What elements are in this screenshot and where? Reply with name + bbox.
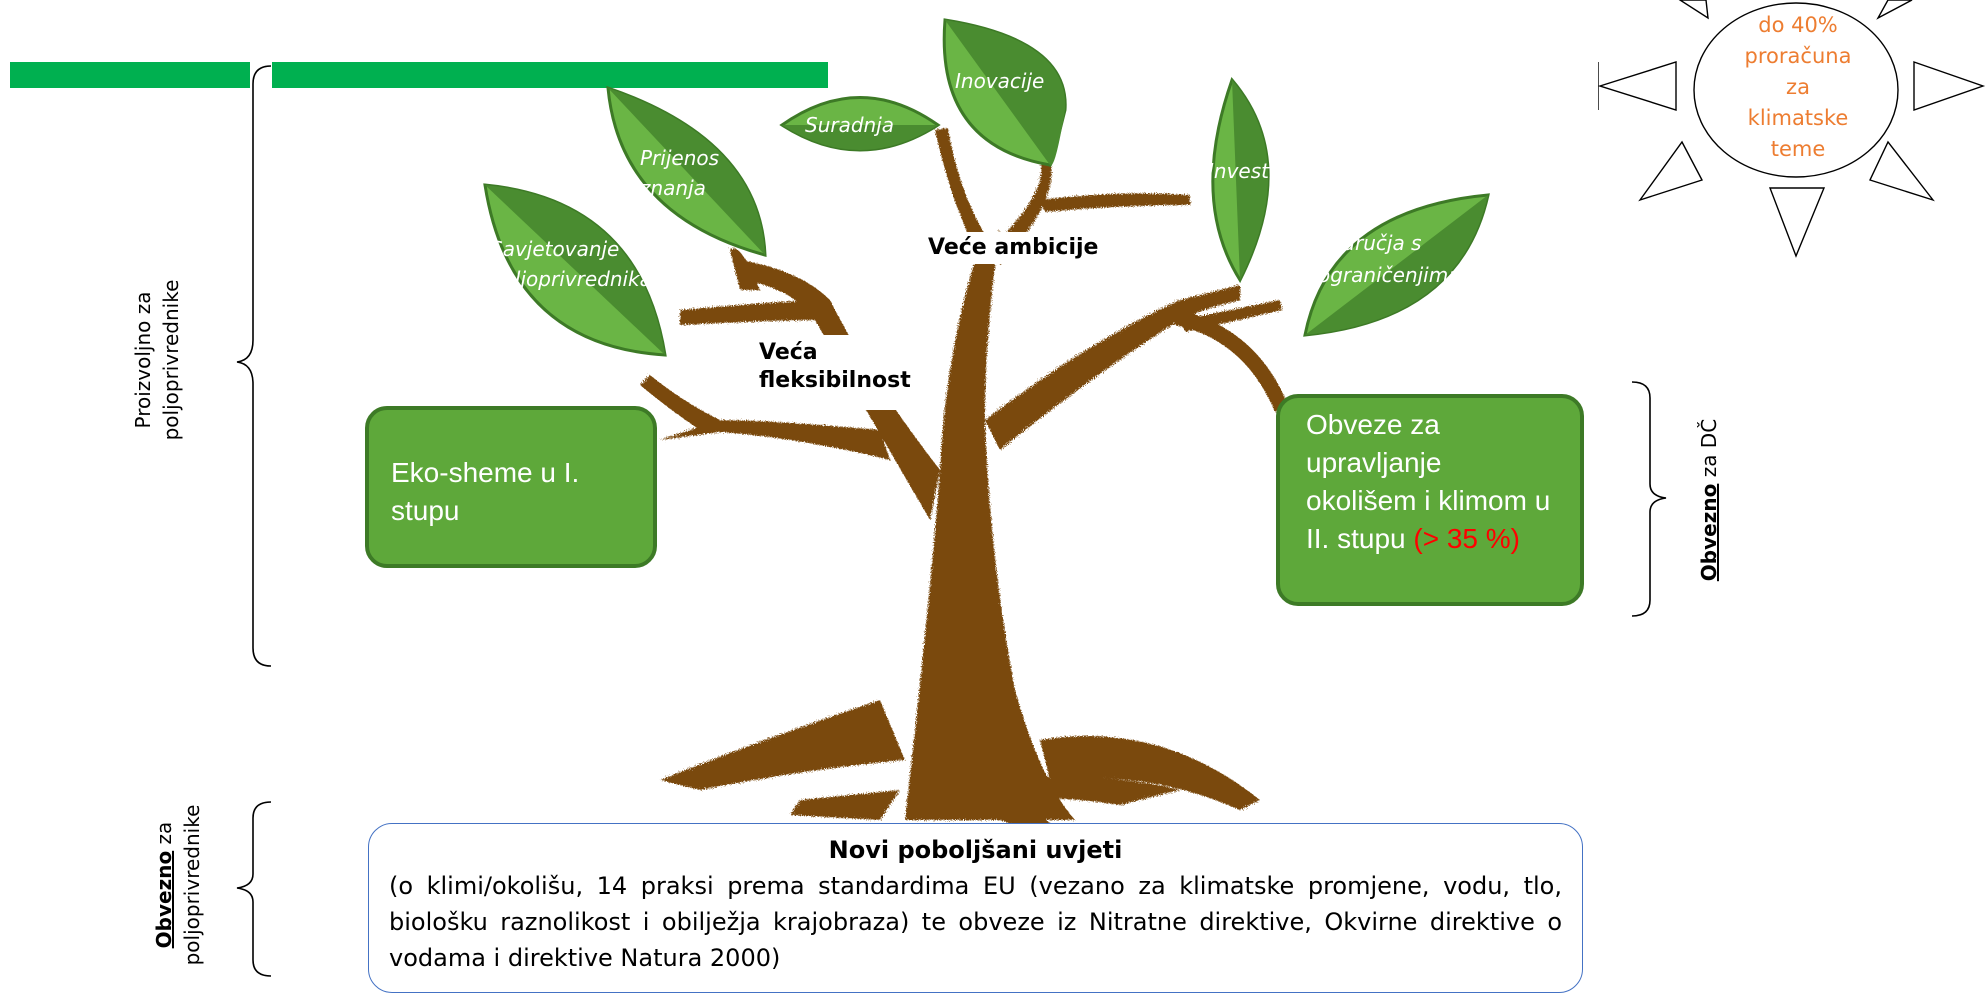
leaf-savjetovanje-line2: poljoprivrednika [489, 267, 652, 291]
leaf-suradnja: Suradnja [779, 96, 941, 152]
left-brace-bottom [236, 801, 272, 977]
sun-line3: za [1786, 75, 1810, 99]
leaf-podrucja-line2: ograničenjima [1318, 263, 1460, 287]
leaf-savjetovanje: Savjetovanje poljoprivrednika [483, 183, 667, 357]
leaf-podrucja: Područja s ograničenjima [1303, 193, 1490, 337]
leaf-inovacije-text: Inovacije [955, 69, 1044, 93]
green-bar-right [272, 62, 828, 88]
bottom-text: (o klimi/okolišu, 14 praksi prema standa… [389, 872, 1562, 972]
leaf-savjetovanje-line1: Savjetovanje [490, 237, 619, 261]
tree-trunk [640, 128, 1290, 830]
label-vece-ambicije: Veće ambicije [920, 232, 1107, 264]
box-obveze-highlight: (> 35 %) [1413, 523, 1521, 554]
leaf-suradnja-text: Suradnja [805, 113, 894, 137]
sun-line4: klimatske [1747, 106, 1849, 130]
leaf-inovacije: Inovacije [942, 18, 1067, 167]
label-fleksibilnost: fleksibilnost [759, 368, 911, 393]
green-bar-left [10, 62, 250, 88]
leaf-prijenos-line2: znanja [639, 176, 706, 200]
box-eko-sheme: Eko-sheme u I. stupu [365, 406, 657, 568]
bottom-box: Novi poboljšani uvjeti (o klimi/okolišu,… [368, 823, 1583, 993]
box-obveze-text: Obveze za upravljanje okolišem i klimom … [1306, 409, 1551, 554]
leaf-prijenos: Prijenos znanja [606, 85, 767, 257]
leaf-investicije: Investicije [1208, 77, 1309, 284]
label-veca: Veća [759, 340, 818, 365]
sun-line2: proračuna [1744, 44, 1852, 68]
leaf-prijenos-line1: Prijenos [640, 146, 719, 170]
sun-line1: do 40% [1758, 13, 1838, 37]
right-brace [1631, 381, 1667, 617]
sun-line5: teme [1770, 137, 1826, 161]
box-obveze: Obveze za upravljanje okolišem i klimom … [1276, 394, 1584, 606]
sun [1598, 0, 1986, 258]
bottom-title: Novi poboljšani uvjeti [828, 836, 1123, 864]
label-veca-fleksibilnost: Veća fleksibilnost [745, 335, 917, 410]
left-brace-top [236, 65, 272, 667]
sun-text: do 40% proračuna za klimatske teme [1700, 10, 1896, 165]
leaf-investicije-text: Investicije [1208, 159, 1309, 183]
leaf-podrucja-line1: Područja s [1318, 231, 1421, 255]
